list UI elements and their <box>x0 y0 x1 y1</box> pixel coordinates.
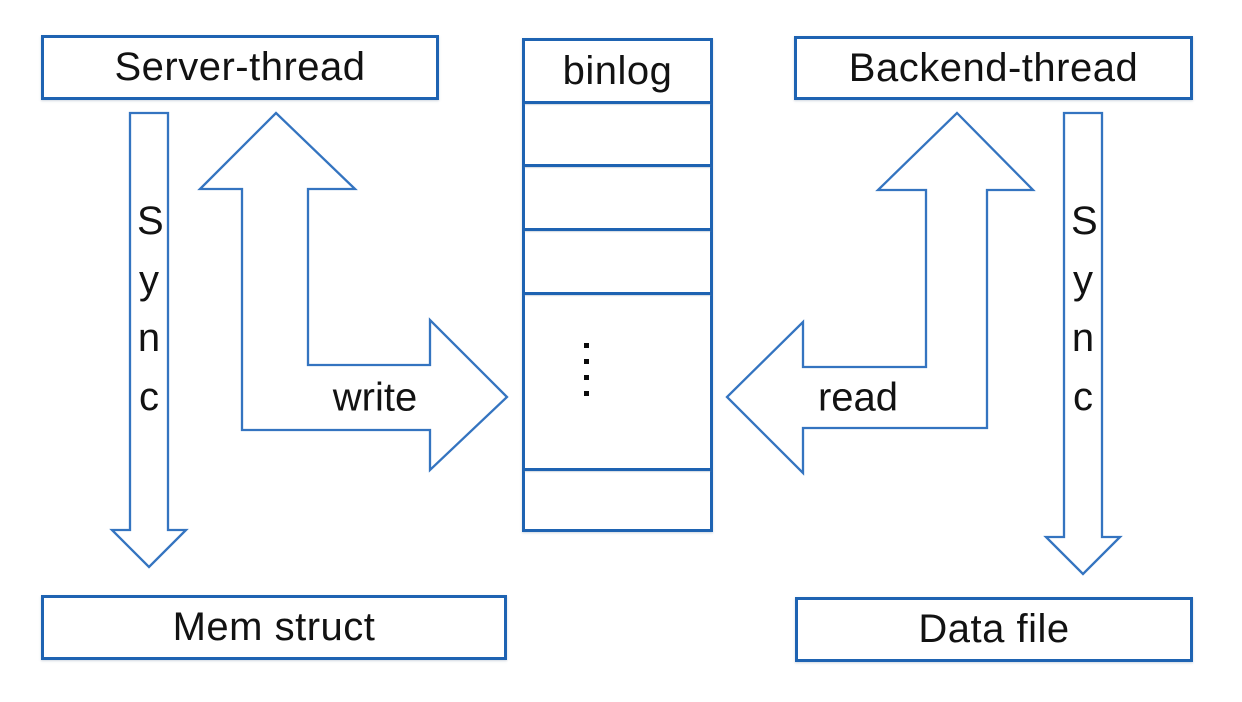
ellipsis-dot <box>584 375 589 380</box>
sync-label-right: Sync <box>1071 199 1098 419</box>
binlog-row-divider <box>524 101 711 104</box>
vertical-ellipsis <box>584 343 590 398</box>
binlog-row-divider <box>524 164 711 167</box>
write-label: write <box>332 375 418 420</box>
node-backend-thread: Backend-thread <box>794 36 1193 100</box>
node-mem-struct: Mem struct <box>41 595 507 660</box>
server-thread-label: Server-thread <box>114 45 366 89</box>
node-server-thread: Server-thread <box>41 35 439 100</box>
write-bent-arrow <box>197 111 509 473</box>
binlog-row-divider <box>524 228 711 231</box>
node-data-file: Data file <box>795 597 1193 662</box>
ellipsis-dot <box>584 359 589 364</box>
data-file-label: Data file <box>918 607 1070 651</box>
binlog-row-divider <box>524 468 711 471</box>
ellipsis-dot <box>584 391 589 396</box>
mem-struct-label: Mem struct <box>172 605 376 649</box>
ellipsis-dot <box>584 343 589 348</box>
read-bent-arrow <box>725 111 1036 476</box>
sync-label-left: Sync <box>137 199 164 419</box>
read-label: read <box>817 375 899 420</box>
sync-down-arrow-left <box>109 111 189 569</box>
node-binlog: binlog <box>522 38 713 532</box>
sync-down-arrow-right <box>1043 111 1123 576</box>
binlog-label: binlog <box>562 49 673 93</box>
binlog-row-divider <box>524 292 711 295</box>
backend-thread-label: Backend-thread <box>848 45 1139 90</box>
